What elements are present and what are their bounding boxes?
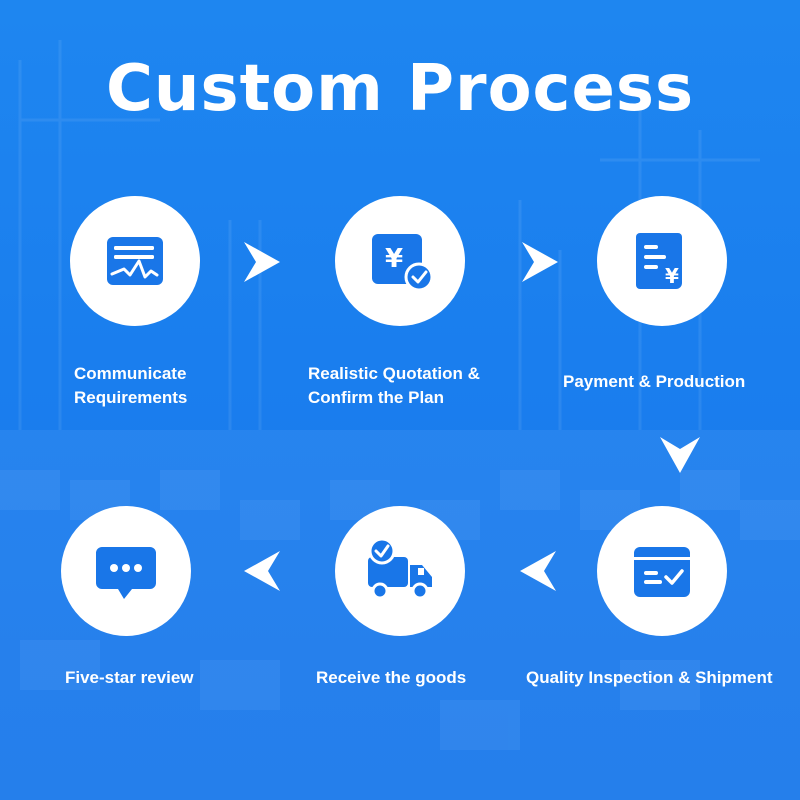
step-1-label: Communicate Requirements: [74, 362, 187, 410]
chat-bubble-icon: [96, 547, 156, 599]
svg-text:¥: ¥: [665, 264, 679, 288]
step-4-circle: [597, 506, 727, 636]
svg-text:¥: ¥: [385, 244, 403, 274]
delivery-truck-icon: [368, 537, 432, 600]
step-6-label-line-1: Five-star review: [65, 668, 194, 687]
step-5-label: Receive the goods: [316, 666, 466, 690]
box-check-icon: [634, 547, 690, 597]
step-2-circle: ¥: [335, 196, 465, 326]
arrow-left-icon: [244, 551, 280, 591]
step-4-label-line-1: Quality Inspection & Shipment: [526, 668, 773, 687]
arrow-right-icon: [244, 242, 280, 282]
step-5-label-line-1: Receive the goods: [316, 668, 467, 687]
yen-check-icon: ¥: [372, 234, 434, 292]
step-3-label-line-1: Payment & Production: [563, 372, 746, 391]
step-6-circle: [61, 506, 191, 636]
arrow-down-icon: [660, 437, 700, 473]
step-2-label: Realistic Quotation & Confirm the Plan: [308, 362, 480, 410]
invoice-yen-icon: ¥: [636, 233, 682, 289]
step-1-label-line-1: Communicate: [74, 364, 187, 383]
step-5-circle: [335, 506, 465, 636]
step-3-circle: ¥: [597, 196, 727, 326]
step-2-label-line-2: Confirm the Plan: [308, 388, 445, 407]
step-2-label-line-1: Realistic Quotation &: [308, 364, 480, 383]
step-3-label: Payment & Production: [563, 370, 745, 394]
step-6-label: Five-star review: [65, 666, 194, 690]
arrow-left-icon: [520, 551, 556, 591]
page-title: Custom Process: [105, 52, 695, 126]
step-1-circle: [70, 196, 200, 326]
step-4-label: Quality Inspection & Shipment: [526, 666, 773, 690]
arrow-right-icon: [522, 242, 558, 282]
step-1-label-line-2: Requirements: [74, 388, 188, 407]
document-chart-icon: [107, 237, 163, 285]
